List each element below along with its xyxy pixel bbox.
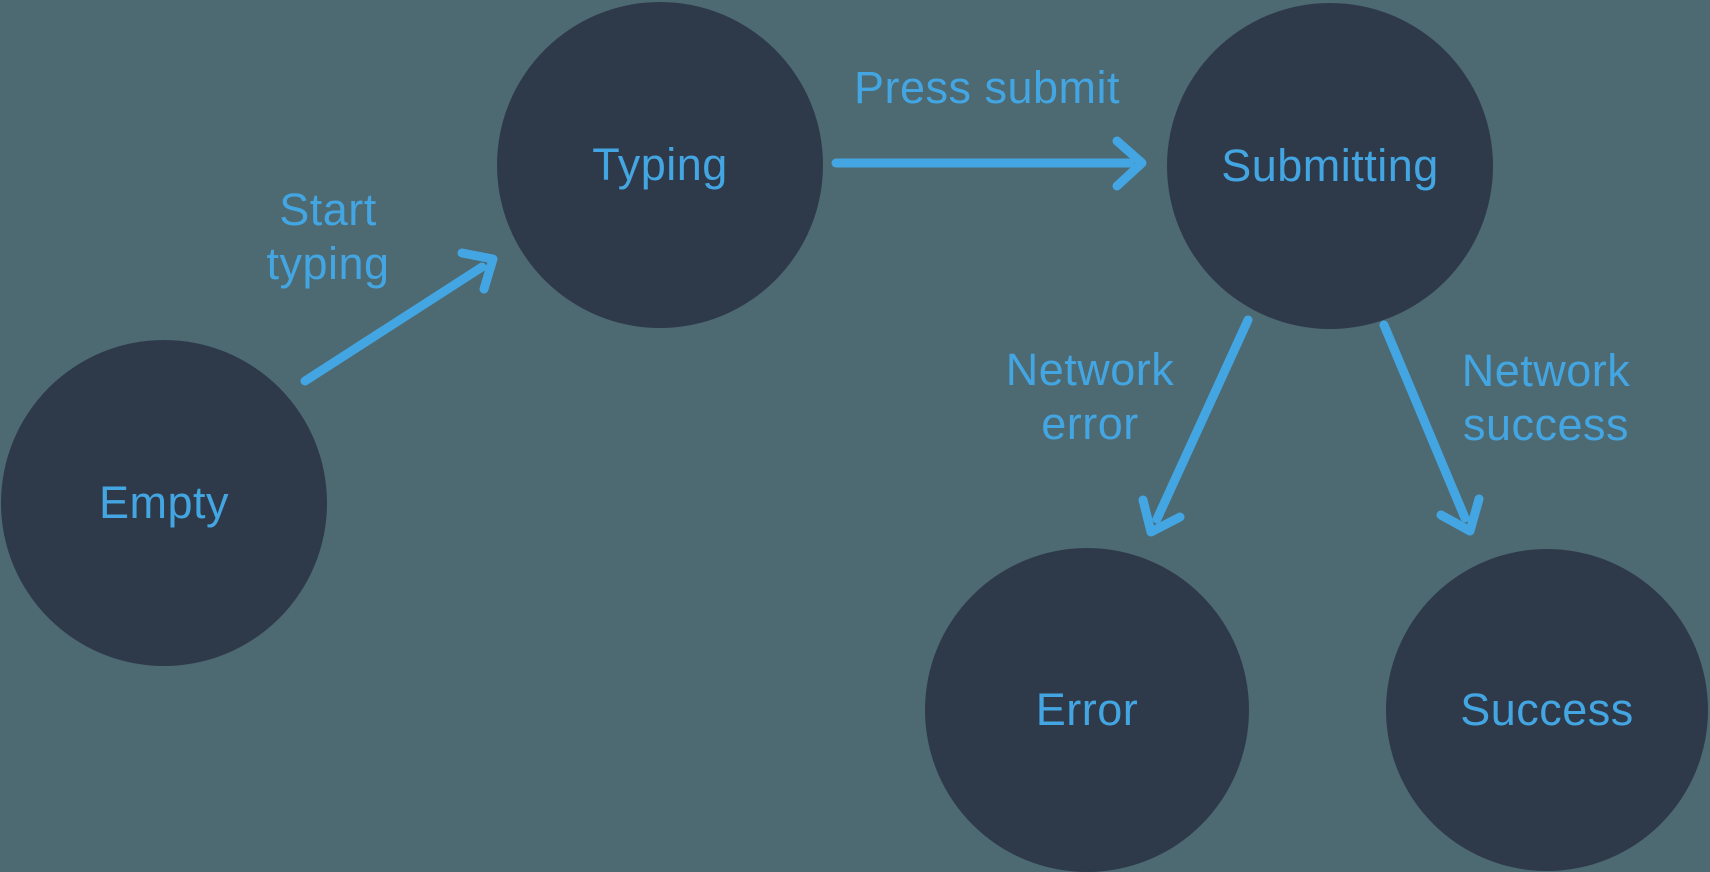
- node-label: Submitting: [1221, 140, 1439, 191]
- edge-label-network-success: Network success: [1461, 345, 1631, 450]
- node-typing: Typing: [497, 2, 823, 328]
- node-label: Empty: [98, 477, 230, 528]
- arrowhead-icon: [1138, 495, 1185, 537]
- edge-label-start-typing: Start typing: [266, 184, 390, 289]
- arrowhead-icon: [457, 248, 498, 294]
- node-label: Error: [1035, 684, 1139, 735]
- arrow-typing-to-submitting: [831, 136, 1147, 191]
- arrowhead-icon: [1112, 136, 1147, 191]
- arrowhead-icon: [1436, 494, 1484, 536]
- node-label: Success: [1460, 684, 1634, 735]
- node-error: Error: [925, 548, 1249, 872]
- node-success: Success: [1386, 549, 1708, 871]
- node-submitting: Submitting: [1167, 3, 1493, 329]
- edge-label-press-submit: Press submit: [853, 62, 1121, 113]
- node-empty: Empty: [1, 340, 327, 666]
- edge-label-network-error: Network error: [1005, 344, 1175, 449]
- node-label: Typing: [592, 139, 728, 190]
